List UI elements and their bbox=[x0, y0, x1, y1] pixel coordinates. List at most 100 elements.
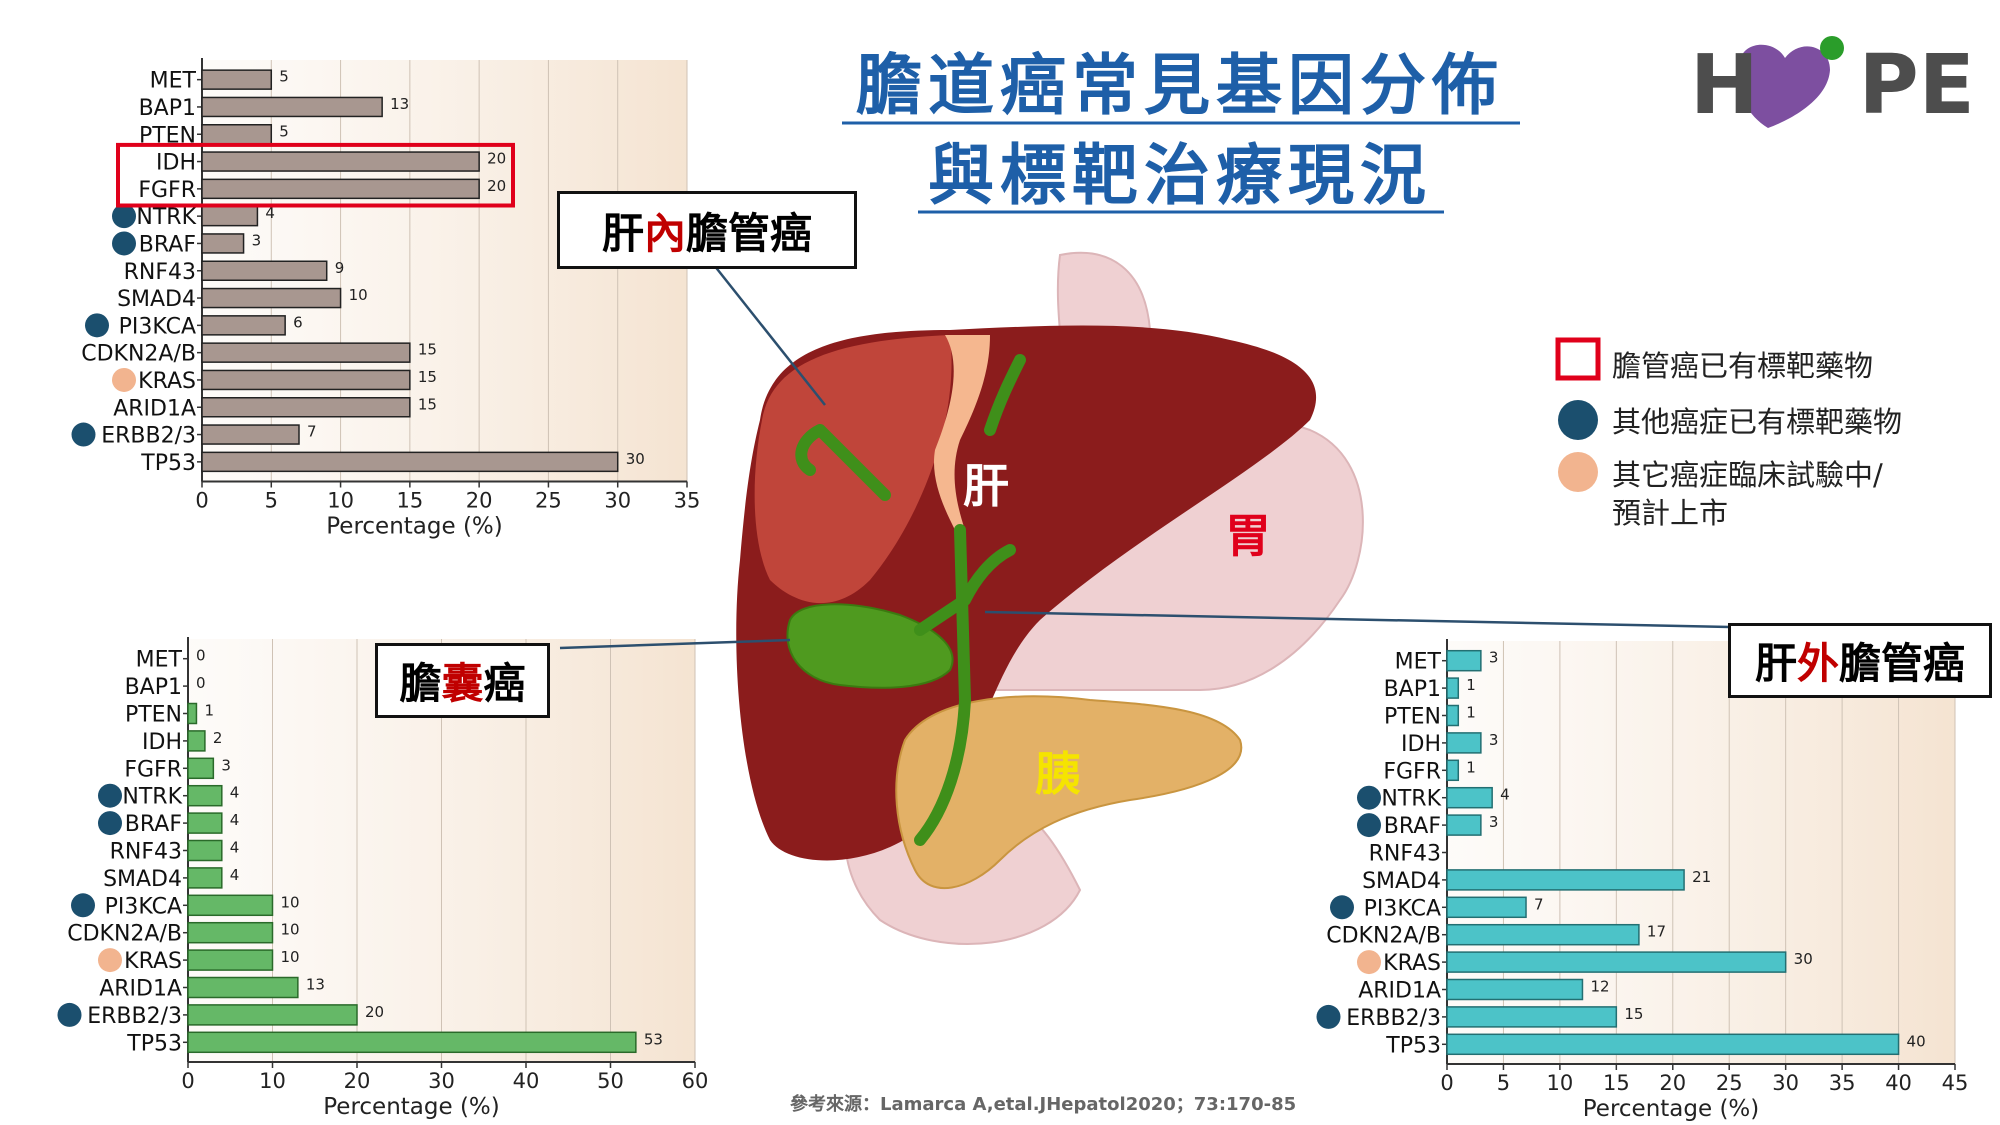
x-tick-label: 20 bbox=[1659, 1071, 1686, 1095]
category-label: FGFR bbox=[124, 757, 182, 782]
category-label: MET bbox=[136, 648, 183, 673]
category-label: ARID1A bbox=[1358, 979, 1441, 1004]
reference-source: 參考來源：Lamarca A,etal.JHepatol2020；73:170-… bbox=[790, 1094, 1297, 1115]
category-label: SMAD4 bbox=[117, 287, 196, 312]
callout-extrahepatic-b: 外 bbox=[1796, 639, 1839, 688]
callout-intrahepatic-c: 膽管癌 bbox=[686, 208, 813, 258]
x-axis-title: Percentage (%) bbox=[326, 514, 503, 540]
bar bbox=[1446, 1033, 1900, 1056]
category-label: TP53 bbox=[126, 1031, 182, 1056]
x-tick-label: 0 bbox=[181, 1069, 194, 1093]
bar bbox=[187, 812, 223, 834]
bar bbox=[1446, 951, 1787, 973]
x-tick-label: 20 bbox=[466, 489, 493, 513]
category-label: IDH bbox=[1401, 732, 1441, 757]
callout-intrahepatic-b: 內 bbox=[643, 208, 686, 258]
marker-dark-dot bbox=[1357, 785, 1381, 810]
marker-light-dot bbox=[112, 367, 136, 392]
x-tick-label: 50 bbox=[597, 1069, 624, 1093]
x-tick-label: 35 bbox=[1829, 1071, 1856, 1095]
data-label: 7 bbox=[1534, 895, 1544, 913]
legend-swatches bbox=[1555, 337, 1601, 492]
gallbladder-connector bbox=[559, 638, 791, 650]
data-label: 4 bbox=[1500, 786, 1510, 804]
category-label: MET bbox=[150, 69, 197, 94]
bar bbox=[187, 1031, 637, 1054]
category-label: NTRK bbox=[1381, 787, 1441, 812]
data-label: 10 bbox=[281, 921, 300, 939]
bar bbox=[201, 96, 383, 118]
data-label: 3 bbox=[1489, 649, 1499, 667]
category-label: CDKN2A/B bbox=[67, 922, 182, 947]
bar bbox=[1446, 732, 1482, 754]
category-label: KRAS bbox=[124, 949, 182, 974]
bar bbox=[1446, 649, 1482, 672]
data-label: 3 bbox=[221, 756, 231, 774]
category-label: CDKN2A/B bbox=[1326, 924, 1441, 949]
data-label: 1 bbox=[1466, 758, 1476, 776]
bar bbox=[201, 315, 286, 336]
bar bbox=[201, 205, 259, 227]
bar bbox=[1446, 704, 1460, 727]
data-label: 3 bbox=[1489, 731, 1499, 749]
marker-dark-dot bbox=[85, 313, 109, 338]
bar bbox=[201, 424, 300, 445]
legend-red-box bbox=[1555, 337, 1601, 381]
bar bbox=[1446, 923, 1640, 946]
marker-dark-dot bbox=[71, 422, 96, 447]
bar bbox=[187, 949, 274, 971]
bar bbox=[201, 369, 411, 391]
data-label: 15 bbox=[418, 395, 437, 413]
organ-illustration bbox=[736, 251, 1364, 945]
hope-logo: H PE bbox=[1690, 37, 1975, 133]
organ-label-liver: 肝 bbox=[963, 459, 1009, 513]
callout-intrahepatic: 肝內膽管癌 bbox=[557, 191, 857, 269]
bar bbox=[1446, 677, 1460, 699]
category-label: BAP1 bbox=[125, 675, 182, 700]
bar bbox=[187, 730, 206, 752]
data-label: 13 bbox=[306, 976, 325, 994]
logo-right: PE bbox=[1858, 37, 1975, 133]
data-label: 13 bbox=[390, 95, 409, 113]
marker-dark-dot bbox=[71, 893, 95, 918]
callout-gallbladder-b: 囊 bbox=[441, 659, 484, 708]
data-label: 5 bbox=[279, 122, 289, 140]
logo-heart-icon bbox=[1738, 44, 1830, 128]
x-tick-label: 25 bbox=[1716, 1071, 1743, 1095]
data-label: 1 bbox=[1466, 676, 1476, 694]
bar bbox=[187, 757, 215, 780]
marker-dark-dot bbox=[98, 783, 122, 808]
legend-item-targeted-other: 其他癌症已有標靶藥物 bbox=[1612, 405, 1903, 439]
bar bbox=[187, 921, 274, 944]
data-label: 6 bbox=[293, 313, 303, 331]
x-tick-label: 35 bbox=[674, 489, 701, 513]
callout-gallbladder-a: 膽 bbox=[399, 659, 442, 708]
data-label: 3 bbox=[252, 231, 262, 249]
callout-gallbladder-c: 癌 bbox=[483, 659, 526, 708]
data-label: 0 bbox=[196, 647, 206, 665]
x-tick-label: 30 bbox=[604, 489, 631, 513]
callout-extrahepatic-c: 膽管癌 bbox=[1839, 639, 1966, 688]
data-label: 4 bbox=[230, 839, 240, 857]
data-label: 4 bbox=[265, 204, 275, 222]
bile-ducts bbox=[795, 354, 1026, 846]
bar bbox=[201, 69, 273, 90]
x-axis-title: Percentage (%) bbox=[323, 1094, 500, 1120]
data-label: 9 bbox=[335, 259, 345, 277]
marker-dark-dot bbox=[57, 1002, 82, 1027]
data-label: 20 bbox=[365, 1003, 384, 1021]
category-label: BRAF bbox=[139, 232, 196, 257]
category-label: ERBB2/3 bbox=[101, 424, 196, 449]
x-tick-label: 30 bbox=[1772, 1071, 1799, 1095]
bar bbox=[187, 1004, 358, 1026]
pancreas-shape bbox=[895, 695, 1243, 889]
bar bbox=[201, 287, 342, 309]
data-label: 15 bbox=[418, 368, 437, 386]
bar bbox=[1446, 978, 1584, 1001]
data-label: 12 bbox=[1590, 978, 1609, 996]
x-tick-label: 10 bbox=[1547, 1071, 1574, 1095]
bar bbox=[1446, 1006, 1618, 1028]
category-label: RNF43 bbox=[124, 260, 196, 285]
